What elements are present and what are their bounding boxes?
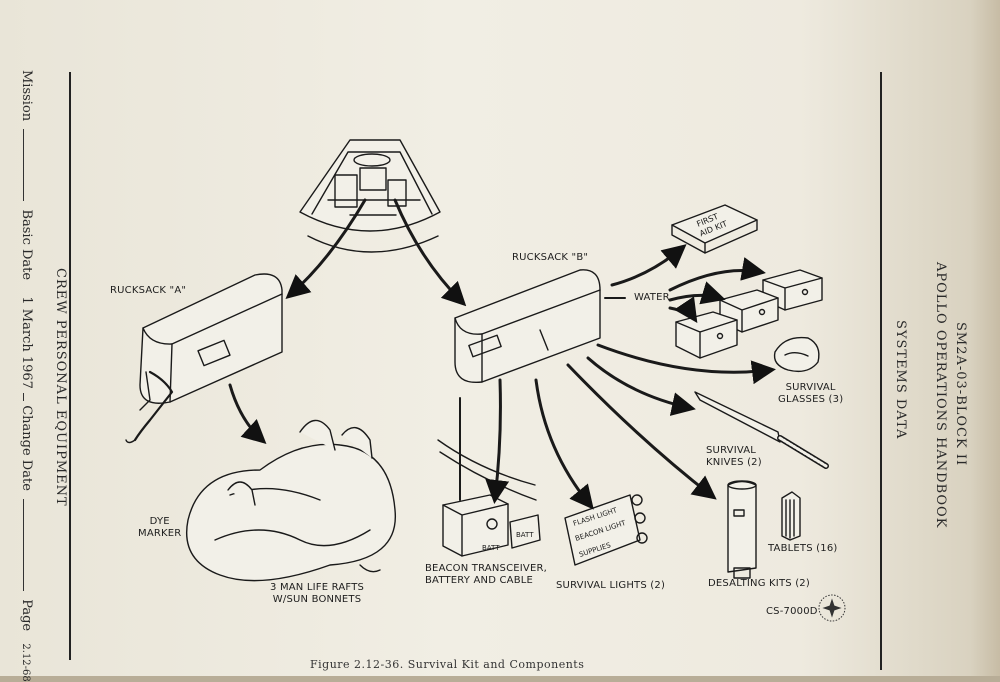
publisher-seal [818,594,846,622]
command-module-drawing [299,139,441,253]
label-rucksack-a: RUCKSACK "A" [110,285,187,296]
water-containers-drawing [675,269,823,359]
survival-lights-drawing [564,494,648,566]
figure-caption: Figure 2.12-36. Survival Kit and Compone… [310,658,585,671]
survival-knife-drawing [694,391,829,469]
flow-arrows [228,198,776,510]
label-desalting-kits: DESALTING KITS (2) [708,578,810,589]
first-aid-kit-drawing [671,204,758,254]
right-rule [880,72,882,670]
desalting-kit-drawing [727,480,757,579]
rucksack-a-drawing [125,273,283,444]
left-rule [69,72,71,660]
battery-text-1: BATT [482,544,500,552]
label-survival-lights: SURVIVAL LIGHTS (2) [556,580,666,591]
tablets-drawing [781,491,801,541]
figure-ref-code: CS-7000D [766,606,818,617]
label-tablets: TABLETS (16) [768,543,838,554]
label-water: WATER [634,292,670,303]
label-rucksack-b: RUCKSACK "B" [512,252,589,263]
life-raft-drawing [186,419,396,582]
battery-text-2: BATT [516,531,534,539]
label-beacon: BEACON TRANSCEIVER,BATTERY AND CABLE [425,563,548,586]
survival-glasses-drawing [773,336,820,373]
rucksack-b-drawing [454,269,601,384]
